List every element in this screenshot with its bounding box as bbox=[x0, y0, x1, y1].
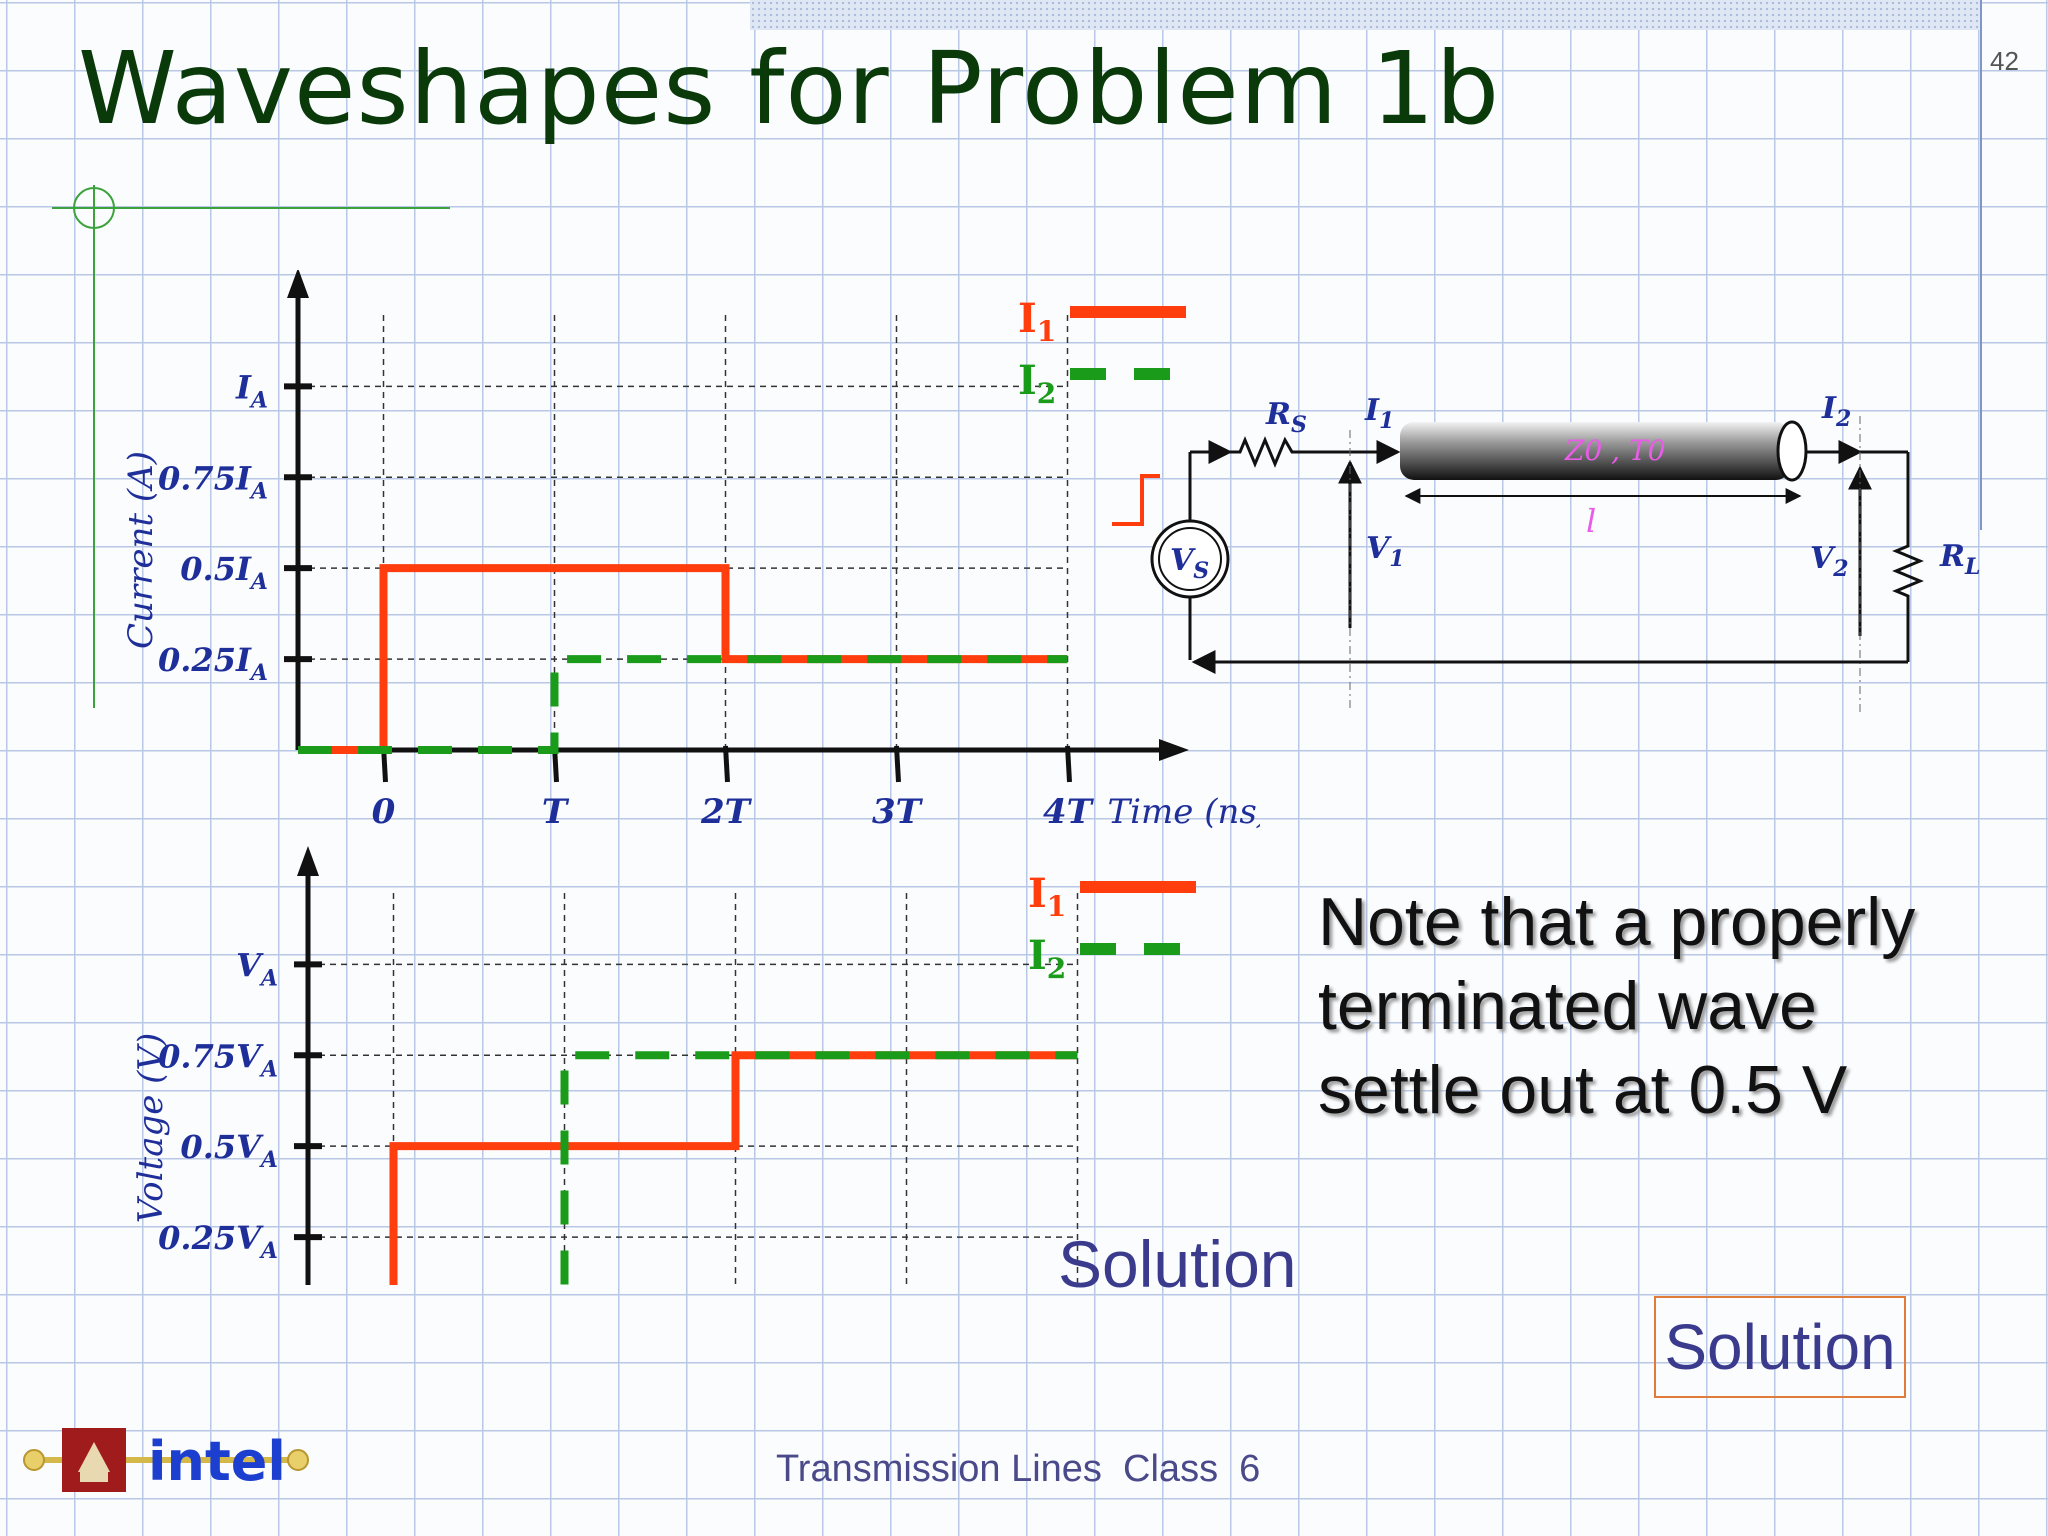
note-text: Note that a properly terminated wave set… bbox=[1318, 884, 1916, 1128]
x-tick-label-2: 2T bbox=[700, 792, 753, 832]
intel-logo-text: intel bbox=[148, 1430, 286, 1493]
y-tick-label-3: VA bbox=[236, 946, 278, 991]
legend-label-i2: I2 bbox=[1028, 932, 1066, 985]
rl-resistor-icon bbox=[1892, 538, 1924, 604]
line-length-label: l bbox=[1586, 502, 1596, 540]
slide-title: Waveshapes for Problem 1b bbox=[78, 30, 1501, 147]
current-waveform-chart: 0 T 2T 3T 4T Time (ns) 0.25IA 0.5IA 0.75IA IA Curr… bbox=[121, 270, 1261, 832]
y-axis-arrow bbox=[297, 846, 319, 876]
transmission-line-cable bbox=[1400, 422, 1790, 480]
series-i1-line bbox=[389, 1051, 1078, 1285]
title-crosshair-decoration bbox=[52, 185, 450, 708]
solution-button[interactable]: Solution bbox=[1654, 1296, 1906, 1398]
x-tick-label-4: 4T bbox=[1043, 792, 1095, 832]
right-margin-line bbox=[1980, 0, 1982, 530]
top-pattern-band bbox=[750, 0, 1980, 30]
x-axis-arrow bbox=[1159, 739, 1189, 761]
y-tick-label-1: 0.5IA bbox=[180, 550, 268, 595]
rs-label: RS bbox=[1265, 397, 1307, 438]
y-tick-label-2: 0.75VA bbox=[158, 1037, 278, 1082]
x-tick-mark-4 bbox=[1065, 745, 1072, 783]
footer-text: Transmission Lines Class 6 bbox=[776, 1448, 1261, 1490]
x-tick-mark-3 bbox=[894, 745, 901, 783]
x-tick-mark-2 bbox=[723, 745, 730, 783]
rs-resistor-icon bbox=[1230, 436, 1300, 468]
z0-t0-label: Z0 , T0 bbox=[1564, 434, 1665, 467]
legend-label-i1: I1 bbox=[1028, 870, 1066, 923]
legend-label-i1: I1 bbox=[1018, 295, 1056, 348]
i1-circuit-label: I1 bbox=[1364, 393, 1394, 434]
y-tick-label-1: 0.5VA bbox=[180, 1128, 278, 1173]
x-tick-label-1: T bbox=[542, 792, 570, 832]
legend-label-i2: I2 bbox=[1018, 357, 1056, 410]
y-tick-label-2: 0.75IA bbox=[158, 459, 268, 504]
footer-logo: intel bbox=[23, 1428, 309, 1493]
solution-text: Solution bbox=[1058, 1227, 1297, 1301]
series-i2-line bbox=[298, 655, 1068, 754]
y-tick-label-0: 0.25IA bbox=[158, 641, 268, 686]
v2-label: V2 bbox=[1810, 541, 1849, 582]
slide-number: 42 bbox=[1990, 46, 2019, 76]
v1-label: V1 bbox=[1366, 531, 1405, 572]
y-tick-label-0: 0.25VA bbox=[158, 1219, 278, 1264]
x-tick-label-3: 3T bbox=[872, 792, 924, 832]
i2-circuit-label: I2 bbox=[1821, 391, 1851, 432]
x-axis-title: Time (ns) bbox=[1108, 792, 1261, 832]
x-tick-label-0: 0 bbox=[372, 792, 396, 832]
step-source-icon bbox=[1112, 474, 1160, 526]
y-axis-arrow bbox=[287, 270, 309, 298]
y-tick-label-3: IA bbox=[235, 368, 268, 413]
y-axis-title: Voltage (V) bbox=[131, 1033, 171, 1224]
voltage-source-icon bbox=[1150, 519, 1230, 599]
transmission-line-circuit: RS I1 I2 V1 V2 RL VS Z0 , T0 l bbox=[1112, 391, 1980, 716]
vs-label: VS bbox=[1170, 543, 1209, 584]
y-axis-title: Current (A) bbox=[121, 451, 161, 649]
rl-label: RL bbox=[1939, 539, 1980, 580]
series-i2-line bbox=[560, 1051, 1078, 1285]
